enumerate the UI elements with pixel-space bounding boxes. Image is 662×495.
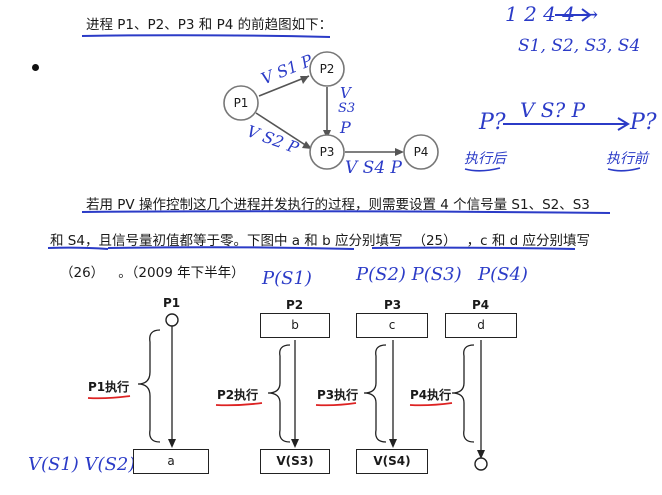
blank-25: （25） — [412, 233, 457, 249]
edge-p1-p3 — [255, 112, 311, 149]
node-p2-label: P2 — [319, 62, 335, 76]
hand-right-p-right: P? — [630, 110, 657, 135]
hand-p2-hint: P(S1) — [262, 268, 312, 289]
edge-p1-p2 — [258, 75, 310, 97]
hand-p1-hint: V(S1) V(S2) — [28, 454, 136, 475]
hand-p3-hint: P(S2) P(S3) — [356, 264, 462, 285]
node-p3-circle — [309, 134, 345, 170]
blank-26: （26） — [60, 265, 105, 281]
underline-line2b — [107, 246, 355, 250]
hand-edge-p2-p3-p: P — [340, 118, 351, 137]
p4-end-circle — [474, 457, 488, 471]
exec-label-p1: P1执行 — [88, 380, 130, 394]
question-line2-a: 和 S4，且信号量初值都等于零。下图中 a 和 b 应分别填写 — [50, 233, 403, 249]
col-p3-name: P3 — [384, 298, 402, 312]
node-p1-label: P1 — [233, 96, 249, 110]
underline-intro — [81, 34, 331, 38]
box-v-s4: V(S4) — [356, 449, 428, 474]
hand-edge-p2-p3-v: V — [340, 84, 351, 102]
node-p1-circle — [223, 85, 259, 121]
question-line3: （26） 。（2009 年下半年） — [50, 261, 245, 281]
hand-p4-hint: P(S4) — [478, 264, 528, 285]
box-a: a — [133, 449, 209, 474]
exec-label-p3: P3执行 — [317, 388, 359, 402]
question-line3-tail: 。（2009 年下半年） — [118, 265, 245, 281]
bullet-dot — [32, 64, 39, 71]
question-line2: 和 S4，且信号量初值都等于零。下图中 a 和 b 应分别填写 （25） ，c 和 … — [50, 229, 590, 249]
col-p2-name: P2 — [286, 298, 304, 312]
node-p3-label: P3 — [319, 145, 335, 159]
p2-brace — [267, 344, 291, 443]
box-c: c — [356, 313, 428, 338]
hand-right-mid: V S? P — [520, 98, 586, 122]
box-v-s3: V(S3) — [260, 449, 330, 474]
underline-line2c — [371, 246, 576, 250]
question-intro: 进程 P1、P2、P3 和 P4 的前趋图如下： — [86, 17, 333, 33]
col-p1-name: P1 — [163, 296, 181, 310]
underline-line2a — [47, 246, 109, 250]
p4-brace — [451, 344, 475, 443]
box-d: d — [445, 313, 517, 338]
hand-note-after: 执行后 — [464, 151, 506, 167]
node-p2-circle — [309, 51, 345, 87]
underline-line1 — [81, 210, 611, 214]
col-p4-name: P4 — [472, 298, 490, 312]
p1-brace — [137, 329, 161, 443]
question-line2-b: ，c 和 d 应分别填写 — [466, 233, 591, 249]
exec-label-p4: P4执行 — [410, 388, 452, 402]
node-p4-circle — [403, 134, 439, 170]
hand-top-right-1: 1 2 4 4 → — [505, 2, 599, 26]
hand-edge-p3-p4: V S4 P — [345, 158, 402, 178]
hand-note-before: 执行前 — [606, 151, 648, 167]
p1-start-circle — [165, 313, 179, 327]
box-b: b — [260, 313, 330, 338]
exec-label-p2: P2执行 — [217, 388, 259, 402]
hand-right-p-left: P? — [479, 110, 506, 135]
hand-top-right-2: S1, S2, S3, S4 — [518, 36, 641, 56]
node-p4-label: P4 — [413, 145, 429, 159]
p3-brace — [363, 344, 387, 443]
hand-edge-p2-p3-s: S3 — [338, 101, 356, 116]
question-line1: 若用 PV 操作控制这几个进程并发执行的过程，则需要设置 4 个信号量 S1、S… — [86, 197, 590, 213]
